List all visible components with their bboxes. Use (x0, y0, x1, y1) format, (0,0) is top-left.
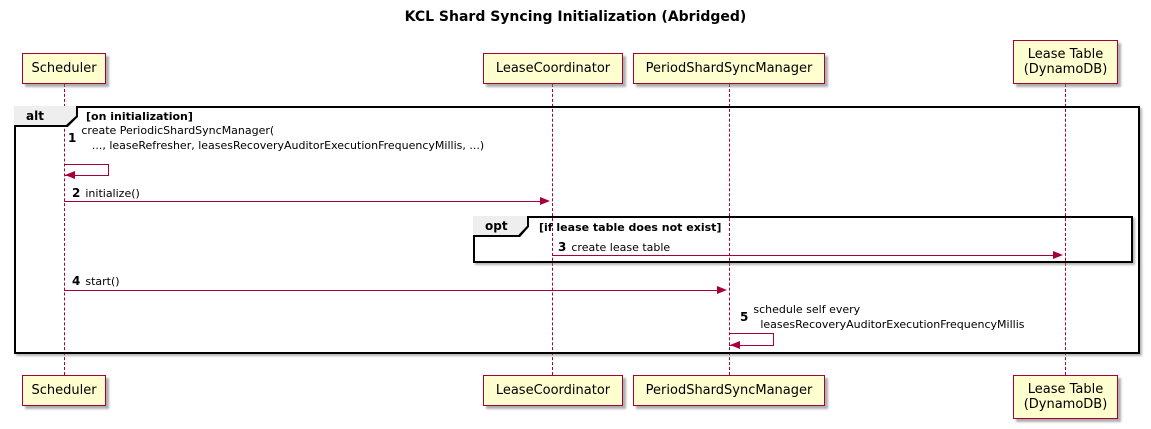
message-2-arrowhead (540, 197, 550, 205)
message-5-text: schedule self every leasesRecoveryAudito… (753, 303, 1025, 331)
participant-scheduler-bottom: Scheduler (22, 375, 106, 406)
message-2-text: initialize() (85, 187, 140, 200)
opt-frame-keyword: opt (473, 216, 527, 235)
participant-scheduler-top: Scheduler (22, 53, 106, 84)
participant-lease-coordinator-bottom: LeaseCoordinator (483, 375, 623, 406)
lifeline-lease-coordinator (552, 84, 553, 375)
lifeline-lease-table (1065, 84, 1066, 375)
alt-frame-condition: [on initialization] (86, 110, 193, 123)
message-1-label: 1 create PeriodicShardSyncManager( ..., … (68, 123, 484, 153)
message-1-number: 1 (68, 130, 77, 145)
participant-period-shard-sync-manager-top: PeriodShardSyncManager (633, 53, 825, 84)
self-message-5-loop (729, 333, 774, 346)
message-4-label: 4 start() (72, 274, 120, 289)
message-5-number: 5 (740, 309, 749, 324)
diagram-title: KCL Shard Syncing Initialization (Abridg… (404, 9, 747, 25)
alt-frame-tag: alt (14, 106, 78, 127)
self-message-5-arrowhead (730, 341, 740, 349)
message-4-arrowhead (717, 286, 727, 294)
opt-frame-tag: opt (473, 216, 529, 237)
message-3-number: 3 (558, 240, 567, 254)
message-4-line (64, 290, 718, 291)
message-3-text: create lease table (571, 241, 671, 254)
message-3-arrowhead (1053, 251, 1063, 259)
message-1-text: create PeriodicShardSyncManager( ..., le… (81, 124, 485, 152)
message-5-label: 5 schedule self every leasesRecoveryAudi… (740, 302, 1025, 332)
message-4-text: start() (85, 275, 120, 288)
message-2-line (64, 201, 541, 202)
alt-frame: alt [on initialization] (14, 106, 1140, 354)
message-3-line (552, 255, 1054, 256)
participant-period-shard-sync-manager-bottom: PeriodShardSyncManager (633, 375, 825, 406)
message-4-number: 4 (72, 274, 81, 288)
lifeline-scheduler (64, 84, 65, 375)
participant-lease-table-bottom: Lease Table (DynamoDB) (1013, 375, 1118, 419)
message-2-number: 2 (72, 186, 81, 200)
message-3-label: 3 create lease table (558, 240, 670, 255)
opt-frame-condition: [if lease table does not exist] (539, 221, 722, 234)
lifeline-period-shard-sync-manager (729, 84, 730, 375)
participant-lease-table-top: Lease Table (DynamoDB) (1013, 40, 1118, 84)
self-message-1-loop (64, 164, 109, 176)
participant-lease-coordinator-top: LeaseCoordinator (483, 53, 623, 84)
alt-frame-keyword: alt (14, 106, 76, 125)
message-2-label: 2 initialize() (72, 186, 140, 201)
self-message-1-arrowhead (65, 171, 75, 179)
opt-frame: opt [if lease table does not exist] (473, 216, 1133, 263)
